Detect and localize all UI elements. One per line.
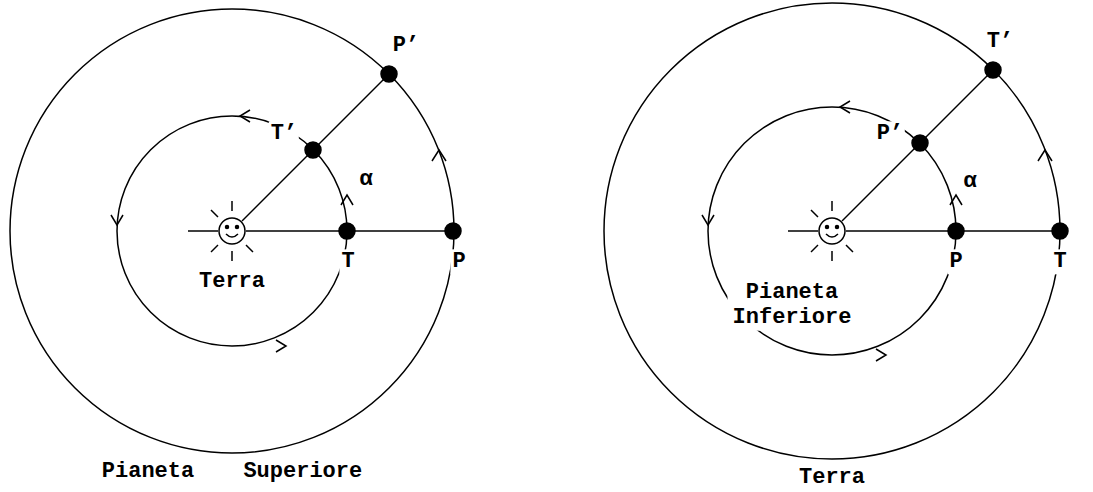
angle-label: α <box>357 167 374 192</box>
panel-title: Terra <box>797 465 867 490</box>
point-label: P <box>450 249 467 274</box>
angle-label: α <box>961 169 978 194</box>
orbit-label: Pianeta Inferiore <box>728 280 857 331</box>
point-label: P <box>947 249 964 274</box>
point-label: T <box>339 249 356 274</box>
point-label: T’ <box>985 29 1015 54</box>
panel-title: Pianeta Superiore <box>100 459 364 484</box>
point-label: P’ <box>875 121 905 146</box>
orbit-label: Terra <box>197 269 267 294</box>
point-label: T <box>1051 249 1068 274</box>
point-label: P’ <box>391 33 421 58</box>
point-label: T’ <box>269 121 299 146</box>
